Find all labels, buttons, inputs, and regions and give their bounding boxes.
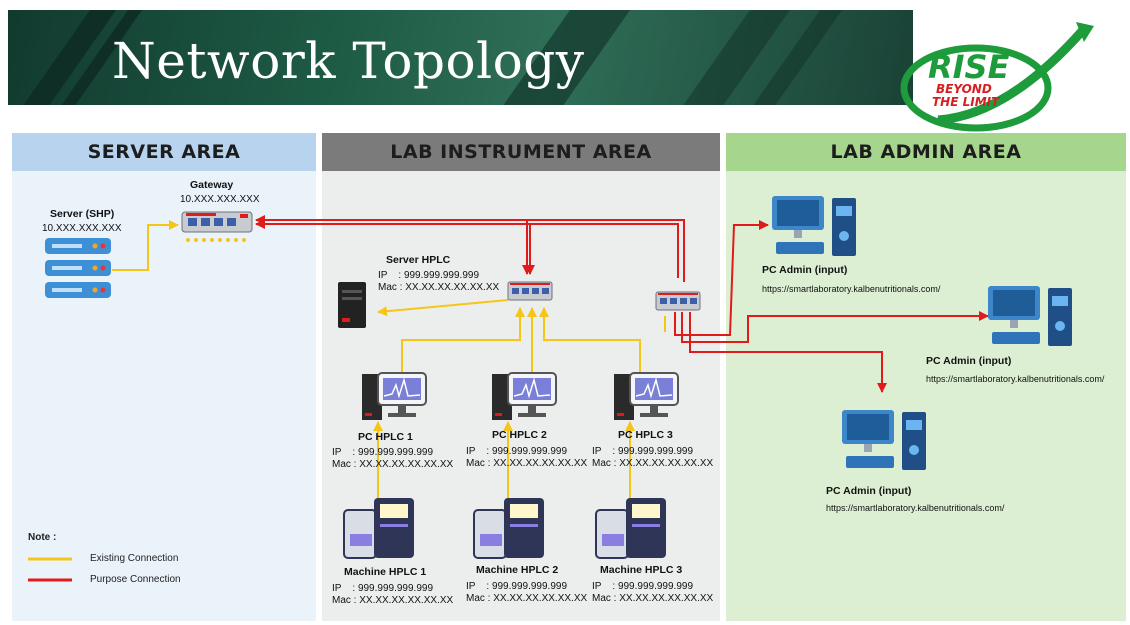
server-area-header: SERVER AREA (12, 133, 316, 171)
pc-hplc-3-label: PC HPLC 3 (618, 429, 673, 441)
pc-hplc-1-mac: Mac : XX.XX.XX.XX.XX.XX (332, 459, 454, 470)
pc-admin-3-icon (842, 410, 926, 470)
pc-admin-3-url[interactable]: https://smartlaboratory.kalbenutritional… (826, 503, 1005, 513)
pc-admin-2-icon (988, 286, 1072, 346)
machine-hplc-2-mac: Mac : XX.XX.XX.XX.XX.XX (466, 593, 588, 604)
legend-purpose-label: Purpose Connection (90, 574, 181, 585)
pc-admin-1-url[interactable]: https://smartlaboratory.kalbenutritional… (762, 284, 941, 294)
title-banner (8, 10, 913, 105)
pc-hplc-2-mac: Mac : XX.XX.XX.XX.XX.XX (466, 458, 588, 469)
machine-hplc-3-ip: IP : 999.999.999.999 (592, 581, 694, 592)
pc-admin-3-label: PC Admin (input) (826, 485, 912, 497)
logo-word: RISE (928, 48, 1010, 86)
server-hplc-mac: Mac : XX.XX.XX.XX.XX.XX (378, 282, 500, 293)
legend-existing-label: Existing Connection (90, 553, 179, 564)
admin-switch-icon (655, 291, 701, 311)
pc-hplc-2-icon (492, 372, 557, 420)
pc-hplc-1-label: PC HPLC 1 (358, 431, 413, 443)
server-rack-icon (45, 238, 111, 298)
pc-hplc-2-label: PC HPLC 2 (492, 429, 547, 441)
existing-connections (112, 220, 666, 498)
machine-hplc-1-label: Machine HPLC 1 (344, 566, 427, 578)
server-shp-ip: 10.XXX.XXX.XXX (42, 223, 122, 234)
machine-hplc-3-icon (595, 498, 666, 559)
purpose-connections (255, 215, 989, 393)
pc-admin-2-label: PC Admin (input) (926, 355, 1012, 367)
pc-admin-1-label: PC Admin (input) (762, 264, 848, 276)
server-hplc-ip: IP : 999.999.999.999 (378, 270, 480, 281)
machine-hplc-2-icon (473, 498, 544, 559)
machine-hplc-2-label: Machine HPLC 2 (476, 564, 559, 576)
server-hplc-tower-icon (338, 282, 366, 328)
gateway-label: Gateway (190, 179, 234, 191)
gateway-ip: 10.XXX.XXX.XXX (180, 194, 260, 205)
pc-admin-2-url[interactable]: https://smartlaboratory.kalbenutritional… (926, 374, 1105, 384)
pc-hplc-1-icon (362, 372, 427, 420)
server-area: SERVER AREA (12, 133, 316, 621)
lab-switch-icon (507, 281, 553, 301)
pc-hplc-3-mac: Mac : XX.XX.XX.XX.XX.XX (592, 458, 714, 469)
rise-logo: RISE BEYOND THE LIMIT (898, 20, 1098, 132)
machine-hplc-3-label: Machine HPLC 3 (600, 564, 683, 576)
pc-hplc-3-icon (614, 372, 679, 420)
lab-area-header: LAB INSTRUMENT AREA (322, 133, 720, 171)
pc-admin-1-icon (772, 196, 856, 256)
logo-tagline-2: THE LIMIT (932, 95, 1000, 109)
legend-title: Note : (28, 532, 57, 543)
server-shp-label: Server (SHP) (50, 208, 115, 220)
server-hplc-label: Server HPLC (386, 254, 451, 266)
machine-hplc-1-ip: IP : 999.999.999.999 (332, 583, 434, 594)
admin-area-header: LAB ADMIN AREA (726, 133, 1126, 171)
pc-hplc-2-ip: IP : 999.999.999.999 (466, 446, 568, 457)
machine-hplc-3-mac: Mac : XX.XX.XX.XX.XX.XX (592, 593, 714, 604)
pc-hplc-3-ip: IP : 999.999.999.999 (592, 446, 694, 457)
machine-hplc-2-ip: IP : 999.999.999.999 (466, 581, 568, 592)
machine-hplc-1-icon (343, 498, 414, 559)
logo-tagline-1: BEYOND (936, 82, 992, 96)
pc-hplc-1-ip: IP : 999.999.999.999 (332, 447, 434, 458)
machine-hplc-1-mac: Mac : XX.XX.XX.XX.XX.XX (332, 595, 454, 606)
page-title: Network Topology (112, 32, 585, 90)
gateway-switch-icon (181, 211, 253, 242)
